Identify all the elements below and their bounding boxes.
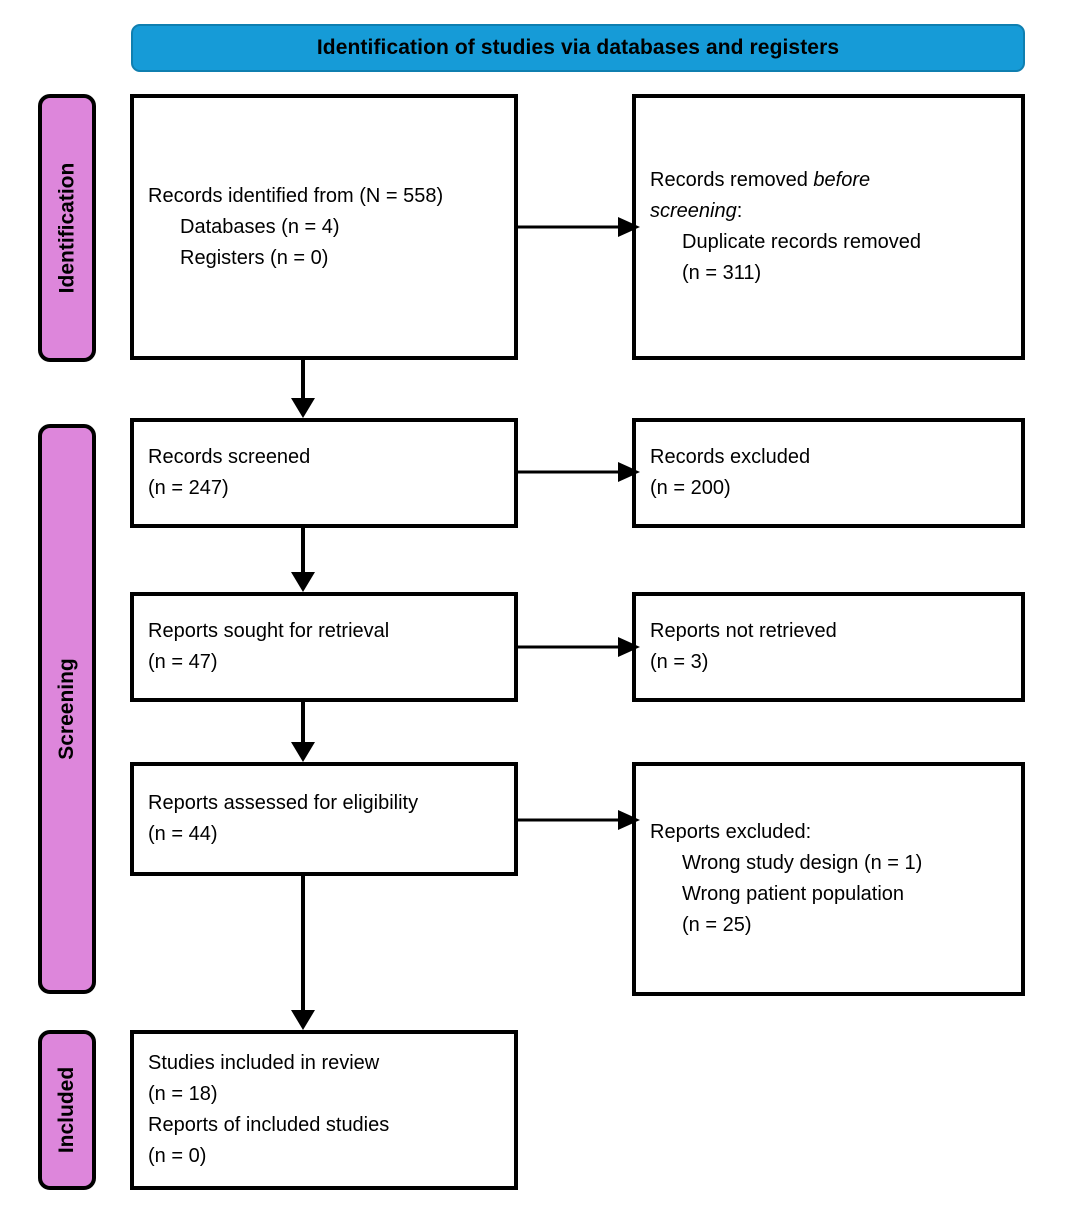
box-records-identified: Records identified from (N = 558) Databa… — [130, 94, 518, 360]
box-records-removed: Records removed before screening: Duplic… — [632, 94, 1025, 360]
records-removed-line-1-text: Records removed — [650, 169, 814, 191]
box-reports-assessed: Reports assessed for eligibility (n = 44… — [130, 762, 518, 876]
stage-label-identification: Identification — [38, 94, 96, 362]
box-records-screened: Records screened (n = 247) — [130, 418, 518, 528]
stage-label-screening-text: Screening — [55, 658, 79, 760]
diagram-title: Identification of studies via databases … — [316, 36, 840, 59]
stage-label-identification-text: Identification — [55, 162, 79, 294]
reports-not-retrieved-line-2: (n = 3) — [650, 651, 709, 673]
box-records-excluded: Records excluded (n = 200) — [632, 418, 1025, 528]
studies-included-line-1: Studies included in review — [148, 1052, 380, 1074]
arrow-identified-to-removed — [518, 217, 640, 237]
records-screened-line-2: (n = 247) — [148, 477, 229, 499]
reports-sought-line-1: Reports sought for retrieval — [148, 620, 390, 642]
diagram-header-banner: Identification of studies via databases … — [131, 24, 1025, 72]
reports-assessed-line-2: (n = 44) — [148, 823, 218, 845]
arrow-screened-to-excluded — [518, 462, 640, 482]
studies-included-line-3: Reports of included studies — [148, 1114, 390, 1136]
arrow-assessed-to-studies-included — [291, 876, 315, 1030]
reports-excluded-line-2: Wrong study design (n = 1) — [682, 852, 923, 874]
arrow-screened-to-sought — [291, 528, 315, 592]
box-reports-sought: Reports sought for retrieval (n = 47) — [130, 592, 518, 702]
records-removed-line-3: Duplicate records removed — [682, 231, 921, 253]
reports-not-retrieved-line-1: Reports not retrieved — [650, 620, 837, 642]
studies-included-line-2: (n = 18) — [148, 1083, 218, 1105]
records-identified-line-2: Databases (n = 4) — [180, 215, 340, 238]
records-excluded-line-1: Records excluded — [650, 446, 811, 468]
reports-excluded-line-3: Wrong patient population — [682, 883, 905, 905]
reports-assessed-line-1: Reports assessed for eligibility — [148, 792, 419, 814]
arrow-assessed-to-reports-excluded — [518, 810, 640, 830]
records-removed-line-1: Records removed before — [650, 165, 1007, 196]
arrow-identified-to-screened — [291, 360, 315, 418]
records-screened-line-1: Records screened — [148, 446, 311, 468]
box-reports-excluded: Reports excluded: Wrong study design (n … — [632, 762, 1025, 996]
studies-included-line-4: (n = 0) — [148, 1145, 207, 1167]
stage-label-screening: Screening — [38, 424, 96, 994]
records-removed-line-2-emphasis: screening — [650, 200, 737, 222]
records-removed-line-2-colon: : — [736, 200, 743, 222]
records-removed-line-2: screening: — [650, 196, 1007, 227]
reports-excluded-line-4: (n = 25) — [682, 914, 752, 936]
records-removed-line-4: (n = 311) — [682, 262, 762, 284]
records-identified-line-1: Records identified from (N = 558) — [148, 184, 444, 207]
records-removed-line-1-emphasis: before — [813, 169, 871, 191]
records-excluded-line-2: (n = 200) — [650, 477, 731, 499]
reports-sought-line-2: (n = 47) — [148, 651, 218, 673]
stage-label-included-text: Included — [55, 1066, 78, 1154]
records-identified-line-3: Registers (n = 0) — [180, 246, 329, 269]
arrow-sought-to-assessed — [291, 702, 315, 762]
reports-excluded-line-1: Reports excluded: — [650, 821, 812, 843]
box-studies-included: Studies included in review (n = 18) Repo… — [130, 1030, 518, 1190]
stage-label-included: Included — [38, 1030, 96, 1190]
arrow-sought-to-not-retrieved — [518, 637, 640, 657]
box-reports-not-retrieved: Reports not retrieved (n = 3) — [632, 592, 1025, 702]
